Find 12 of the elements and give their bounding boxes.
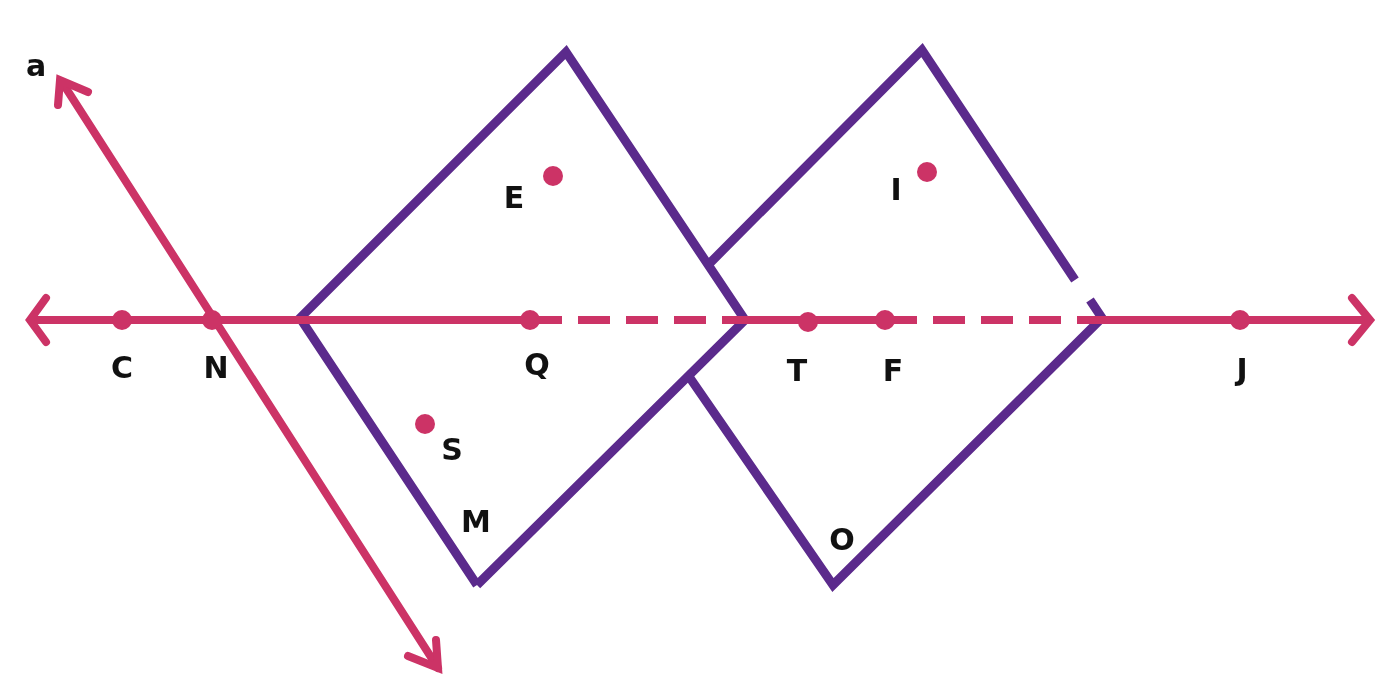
point-label: S (441, 435, 463, 465)
point-label: N (203, 353, 229, 383)
point-label: F (882, 356, 904, 386)
point-label: J (1236, 355, 1248, 385)
point-label: O (829, 525, 855, 555)
point-label: E (503, 183, 525, 213)
point-label: T (786, 356, 808, 386)
point-label: M (461, 507, 491, 537)
point-label: C (111, 353, 133, 383)
point-label: a (25, 51, 47, 81)
point-label: I (890, 175, 902, 205)
point-label: Q (524, 350, 550, 380)
